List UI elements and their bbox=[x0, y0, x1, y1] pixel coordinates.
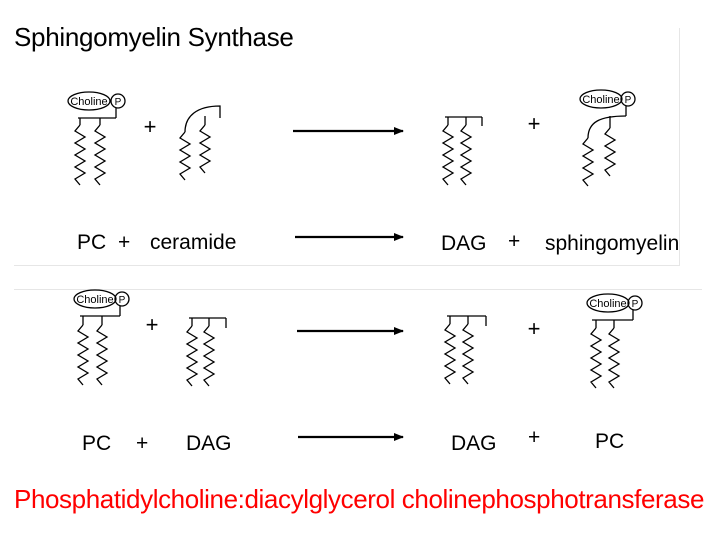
reactant-label: PC bbox=[77, 231, 107, 254]
reactant-label: DAG bbox=[186, 432, 232, 455]
dag-molecule-icon bbox=[185, 317, 227, 387]
choline-label: Choline bbox=[582, 94, 619, 106]
product-label: PC bbox=[595, 430, 625, 453]
top-panel-divider bbox=[14, 265, 679, 266]
pc-molecule-icon bbox=[73, 289, 130, 386]
middle-panel-divider bbox=[14, 289, 702, 290]
phosphate-label: P bbox=[625, 95, 632, 106]
plus-sign: + bbox=[528, 111, 541, 136]
page-title: Sphingomyelin Synthase bbox=[14, 22, 294, 52]
product-label: DAG bbox=[451, 432, 497, 455]
plus-label: + bbox=[118, 231, 131, 254]
plus-label: + bbox=[528, 426, 541, 449]
dag-molecule-icon bbox=[443, 315, 487, 385]
phosphate-label: P bbox=[115, 97, 122, 108]
enzyme-title: Phosphatidylcholine:diacylglycerol choli… bbox=[14, 484, 704, 514]
plus-label: + bbox=[508, 230, 521, 253]
top-panel-right-border bbox=[679, 28, 680, 266]
dag-molecule-icon bbox=[441, 116, 483, 186]
sphingomyelin-molecule-icon bbox=[579, 89, 636, 187]
product-label: DAG bbox=[441, 232, 487, 255]
product-label: sphingomyelin bbox=[545, 232, 680, 255]
reactant-label: PC bbox=[82, 432, 112, 455]
phosphate-label: P bbox=[632, 299, 639, 310]
pc-molecule-icon bbox=[67, 91, 126, 186]
plus-sign: + bbox=[144, 114, 157, 139]
plus-label: + bbox=[136, 432, 149, 455]
ceramide-molecule-icon bbox=[178, 105, 221, 181]
plus-sign: + bbox=[528, 316, 541, 341]
choline-label: Choline bbox=[76, 294, 113, 306]
reactant-label: ceramide bbox=[150, 231, 237, 254]
phosphate-label: P bbox=[119, 295, 126, 306]
pc-molecule-icon bbox=[586, 293, 643, 389]
plus-sign: + bbox=[146, 312, 159, 337]
choline-label: Choline bbox=[70, 96, 107, 108]
choline-label: Choline bbox=[589, 298, 626, 310]
